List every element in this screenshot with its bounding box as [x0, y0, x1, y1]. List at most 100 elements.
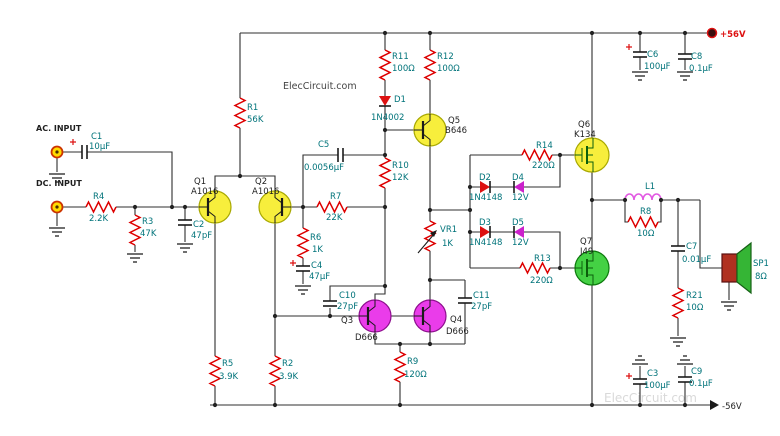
diode-D1: D1 1N4002: [371, 95, 406, 123]
capacitor-C6-ref: C6: [647, 50, 658, 60]
resistor-R21: R21 10Ω: [672, 287, 704, 319]
capacitor-C6: C6 100µF: [626, 44, 671, 72]
resistor-zigzag: [297, 227, 309, 259]
negative-rail-label: -56V: [722, 402, 742, 412]
capacitor-C5-value: 0.0056µF: [304, 163, 344, 173]
speaker-SP1: SP1 8Ω: [721, 241, 769, 295]
capacitor-C7: C7 0.01µF: [670, 242, 711, 265]
diode-D3-value: 1N4148: [469, 238, 502, 248]
watermark-text: ElecCircuit.com: [604, 391, 697, 405]
resistor-zigzag: [521, 149, 553, 161]
capacitor-symbol: [337, 147, 344, 163]
capacitor-C7-ref: C7: [686, 242, 697, 252]
capacitor-C1-value: 10µF: [89, 142, 110, 152]
resistor-R7-value: 22K: [326, 213, 343, 223]
resistor-R13-ref: R13: [534, 254, 551, 264]
zener-D4-value: 12V: [512, 193, 529, 203]
resistor-R13-value: 220Ω: [530, 276, 553, 286]
diode-D1-value: 1N4002: [371, 113, 404, 123]
capacitor-C4: C4 47µF: [290, 260, 330, 282]
mosfet-Q6-value: K134: [574, 130, 596, 140]
transistor-Q3-value: D666: [355, 333, 378, 343]
rail-negative: -56V: [710, 400, 742, 412]
transistor-Q1-value: A1016: [191, 187, 218, 197]
resistor-R5: R5 3.9K: [209, 355, 239, 387]
inductor-L1-ref: L1: [645, 182, 655, 192]
resistor-zigzag: [85, 201, 117, 213]
capacitor-C8: C8 0.1µF: [677, 52, 713, 74]
capacitor-C10-ref: C10: [339, 291, 356, 301]
capacitor-C4-ref: C4: [311, 261, 322, 271]
resistor-R11-value: 100Ω: [392, 64, 415, 74]
transistor-Q4: Q4 D666: [412, 298, 469, 337]
speaker-magnet: [721, 253, 738, 283]
capacitor-C5: C5 0.0056µF: [304, 140, 344, 173]
resistor-zigzag: [129, 214, 141, 246]
potentiometer-VR1-ref: VR1: [440, 225, 457, 235]
capacitor-C9-ref: C9: [691, 367, 702, 377]
capacitor-C1-ref: C1: [91, 132, 102, 142]
transistor-Q5-value: B646: [445, 126, 467, 136]
capacitor-symbol: [295, 265, 311, 272]
resistor-R12-ref: R12: [437, 52, 454, 62]
polarity-plus-icon: [626, 44, 632, 50]
capacitor-symbol: [177, 219, 193, 226]
junction-dots: [132, 30, 688, 408]
ground-icon: [669, 337, 687, 347]
capacitor-C11-ref: C11: [473, 291, 490, 301]
resistor-zigzag: [424, 49, 436, 81]
resistor-R4-value: 2.2K: [89, 214, 109, 224]
resistor-R14-ref: R14: [536, 141, 553, 151]
resistor-zigzag: [316, 201, 348, 213]
capacitor-symbol: [457, 297, 473, 304]
resistor-R8-ref: R8: [640, 207, 651, 217]
capacitor-C2: C2 47pF: [177, 219, 212, 241]
capacitor-symbol: [81, 144, 88, 160]
capacitor-C9: C9 0.1µF: [677, 367, 713, 389]
negative-rail-arrow-icon: [710, 400, 719, 410]
potentiometer-VR1-value: 1K: [442, 239, 453, 249]
polarity-plus-icon: [290, 260, 296, 266]
transistor-Q2-ref: Q2: [255, 177, 267, 187]
potentiometer-VR1: VR1 1K: [417, 220, 457, 254]
speaker-cone: [736, 241, 752, 295]
resistor-R2-value: 3.9K: [279, 372, 299, 382]
capacitor-C11-value: 27pF: [471, 302, 492, 312]
resistor-R21-value: 10Ω: [686, 303, 704, 313]
resistor-zigzag: [379, 49, 391, 81]
capacitor-C10-value: 27pF: [337, 302, 358, 312]
zener-D5-ref: D5: [512, 218, 524, 228]
capacitor-symbol: [670, 245, 686, 252]
resistor-R1-value: 56K: [247, 115, 264, 125]
mosfet-Q7-value: J49: [579, 247, 593, 257]
resistor-R1: R1 56K: [234, 97, 264, 129]
resistor-R3-ref: R3: [142, 217, 153, 227]
capacitor-C7-value: 0.01µF: [682, 255, 711, 265]
zener-D4-ref: D4: [512, 173, 524, 183]
polarity-plus-icon: [626, 373, 632, 379]
resistor-R8-value: 10Ω: [637, 229, 655, 239]
resistor-zigzag: [234, 97, 246, 129]
ground-icon: [294, 285, 312, 295]
resistor-R9: R9 120Ω: [394, 351, 427, 383]
ground-icon: [176, 243, 194, 253]
ac-input-label: AC. INPUT: [36, 124, 82, 133]
resistor-zigzag: [519, 262, 551, 274]
transistor-Q5-ref: Q5: [448, 116, 460, 126]
resistor-zigzag: [627, 216, 659, 228]
input-terminal-dc: DC. INPUT: [36, 179, 82, 214]
polarity-plus-icon: [70, 139, 76, 145]
terminal-icon: [50, 145, 64, 159]
capacitor-symbol: [677, 53, 693, 60]
resistor-R21-ref: R21: [686, 291, 703, 301]
capacitor-C4-value: 47µF: [309, 272, 330, 282]
capacitor-C11: C11 27pF: [457, 291, 492, 312]
resistor-R11: R11 100Ω: [379, 49, 415, 81]
resistor-zigzag: [672, 287, 684, 319]
capacitor-C3: C3 100µF: [626, 369, 671, 391]
ground-icon: [631, 355, 649, 365]
resistor-R6-ref: R6: [310, 233, 321, 243]
resistor-R2-ref: R2: [282, 359, 293, 369]
